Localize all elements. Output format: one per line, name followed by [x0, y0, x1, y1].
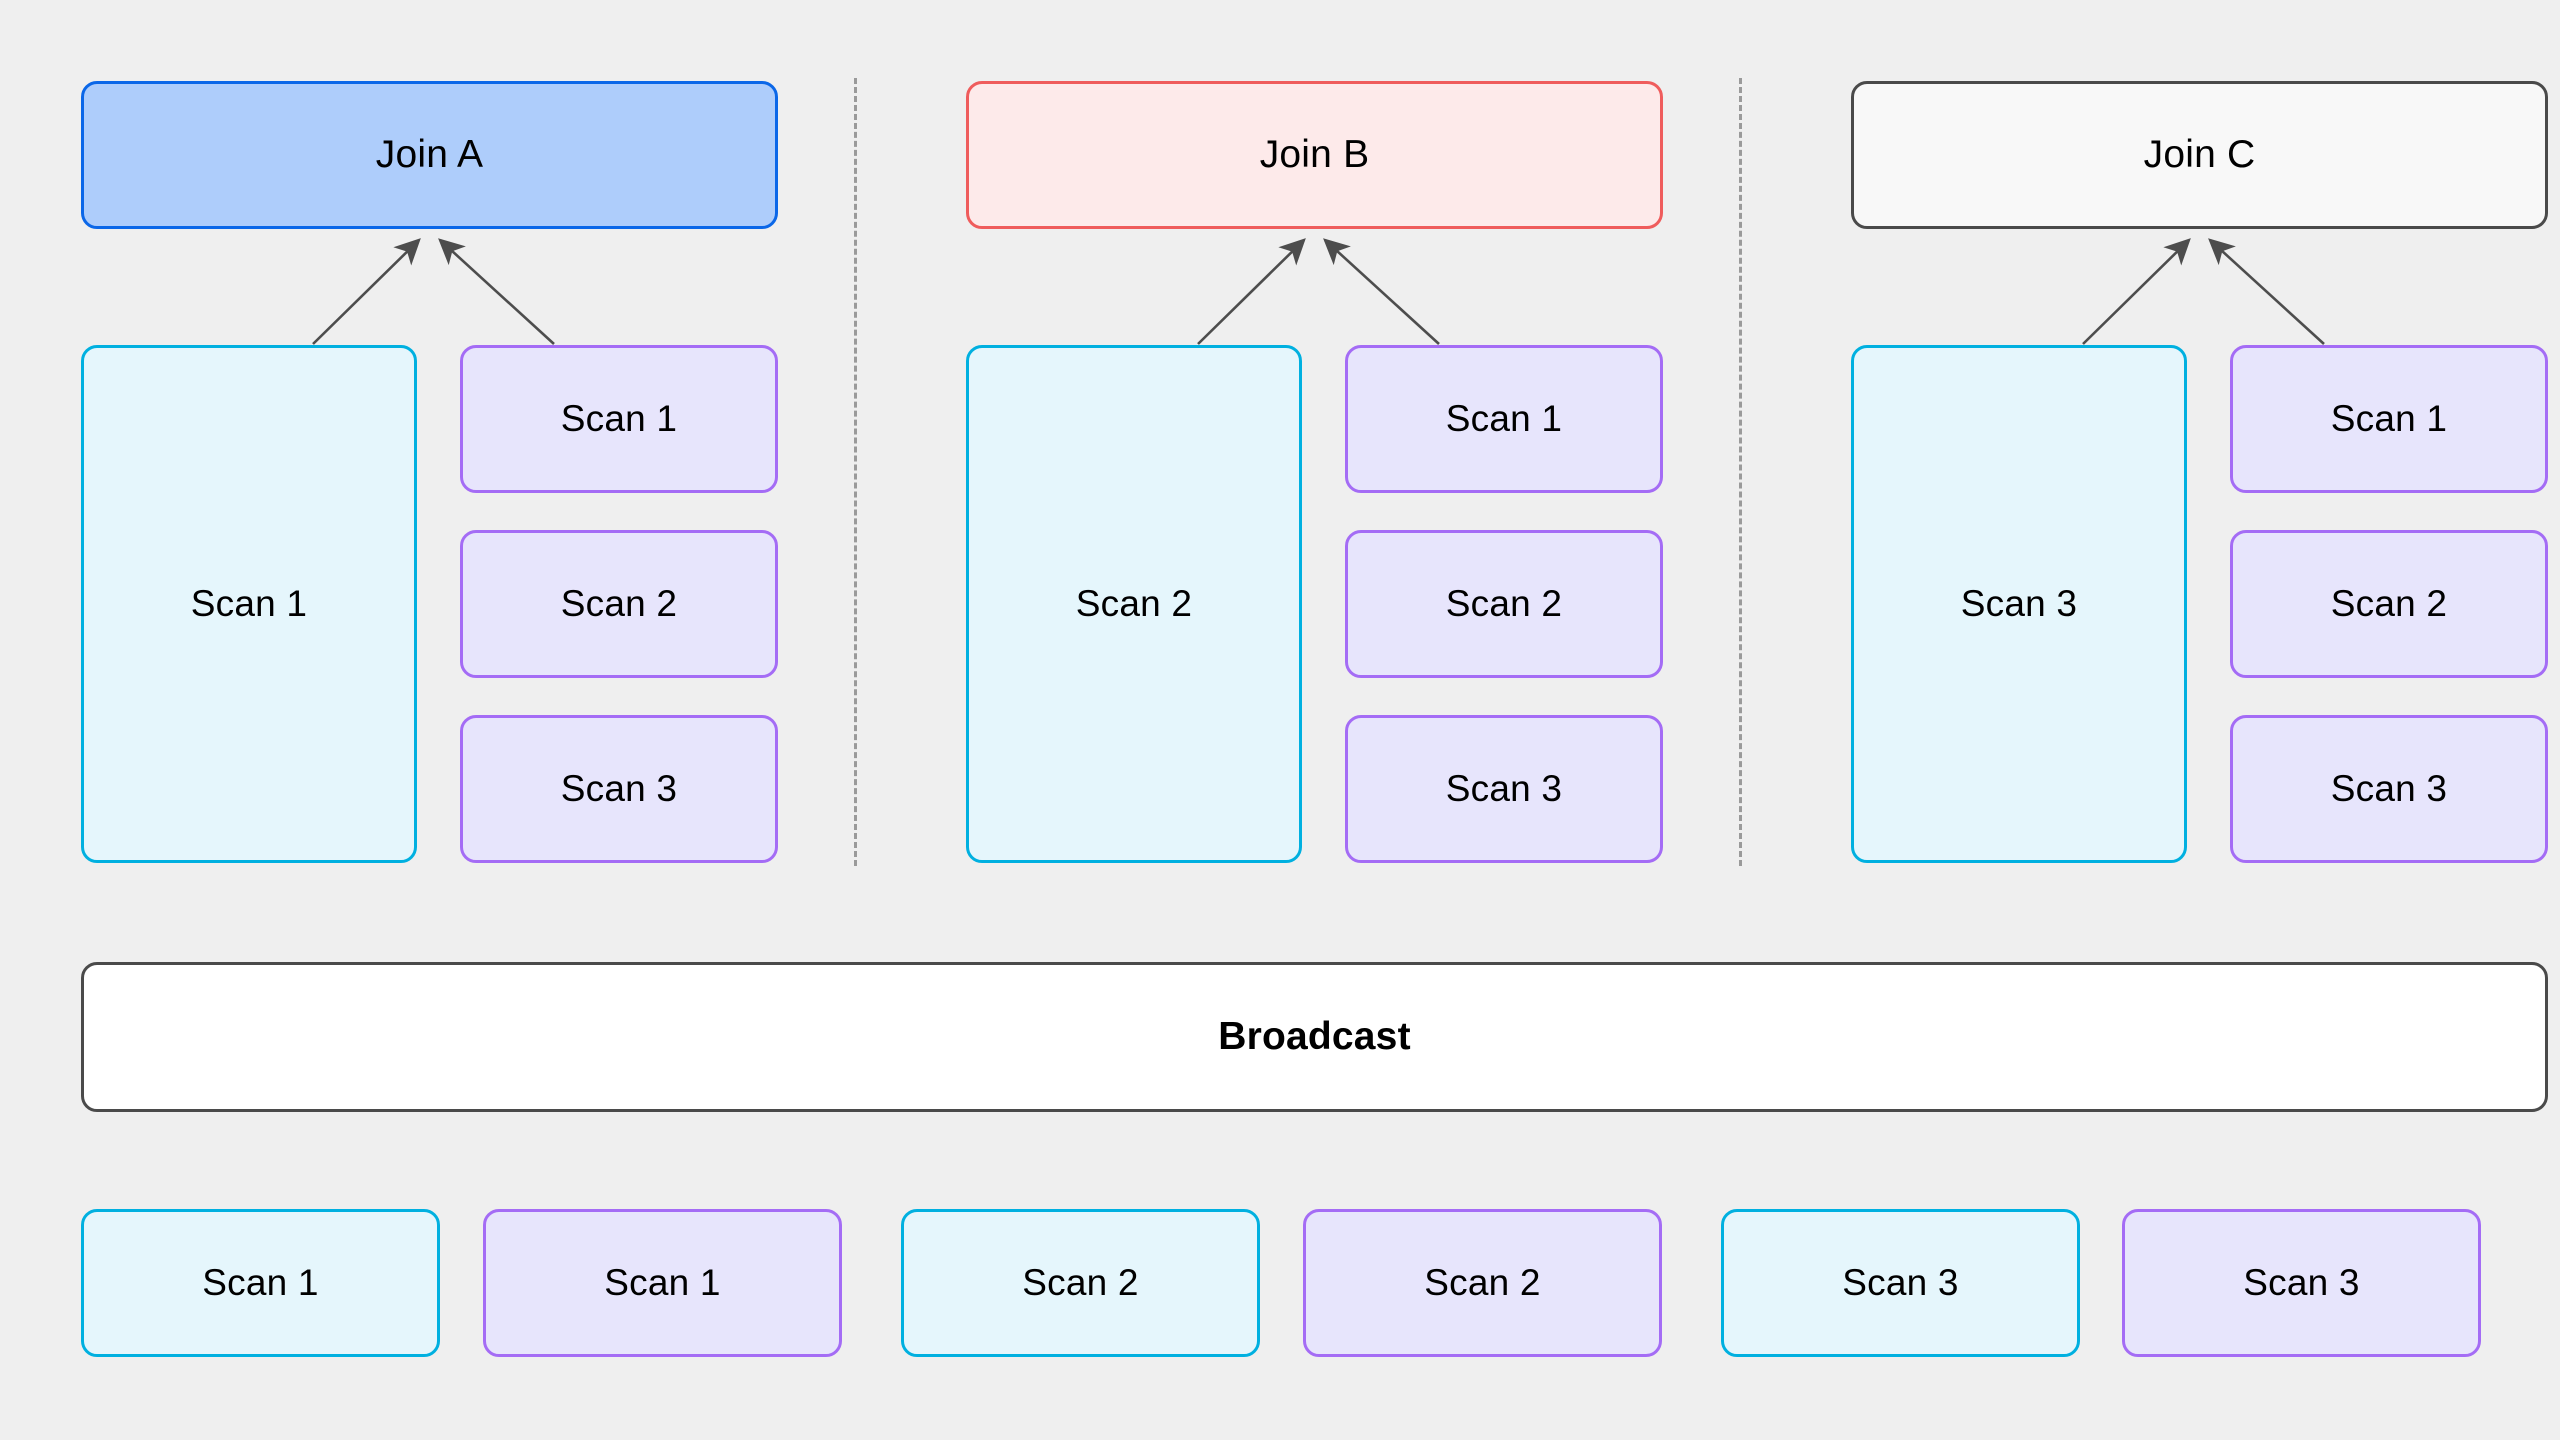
group-divider-2: [1739, 78, 1742, 866]
edge-probe-to-join-c: [2082, 238, 2191, 345]
probe-scan-node-c[interactable]: Scan 3: [1851, 345, 2187, 863]
build-scan-node-b-3-label: Scan 3: [1445, 767, 1563, 809]
build-scan-node-a-1[interactable]: Scan 1: [460, 345, 778, 493]
build-scan-node-c-1[interactable]: Scan 1: [2230, 345, 2548, 493]
source-scan-node-6-label: Scan 3: [2243, 1261, 2360, 1303]
build-scan-node-a-2[interactable]: Scan 2: [460, 530, 778, 678]
source-scan-node-2[interactable]: Scan 1: [483, 1209, 842, 1357]
source-scan-node-2-label: Scan 1: [604, 1261, 721, 1303]
build-scan-node-c-1-label: Scan 1: [2330, 397, 2448, 439]
join-node-b-label: Join B: [1259, 132, 1370, 176]
build-scan-node-b-3[interactable]: Scan 3: [1345, 715, 1663, 863]
build-scan-node-b-1[interactable]: Scan 1: [1345, 345, 1663, 493]
build-scan-node-c-3[interactable]: Scan 3: [2230, 715, 2548, 863]
join-node-a[interactable]: Join A: [81, 81, 778, 229]
broadcast-node[interactable]: Broadcast: [81, 962, 2548, 1112]
build-scan-node-a-3[interactable]: Scan 3: [460, 715, 778, 863]
edge-build-to-join-b: [1323, 238, 1440, 345]
edge-build-to-join-a: [438, 238, 555, 345]
edge-probe-to-join-a: [312, 238, 421, 345]
build-scan-node-c-2[interactable]: Scan 2: [2230, 530, 2548, 678]
source-scan-node-3[interactable]: Scan 2: [901, 1209, 1260, 1357]
probe-scan-node-c-label: Scan 3: [1960, 582, 2078, 624]
probe-scan-node-b[interactable]: Scan 2: [966, 345, 1302, 863]
group-divider-1: [854, 78, 857, 866]
source-scan-node-1[interactable]: Scan 1: [81, 1209, 440, 1357]
join-node-c-label: Join C: [2143, 132, 2256, 176]
broadcast-node-label: Broadcast: [1218, 1014, 1411, 1058]
build-scan-node-a-1-label: Scan 1: [560, 397, 678, 439]
build-scan-node-b-2[interactable]: Scan 2: [1345, 530, 1663, 678]
build-scan-node-b-2-label: Scan 2: [1445, 582, 1563, 624]
join-node-c[interactable]: Join C: [1851, 81, 2548, 229]
build-scan-node-c-3-label: Scan 3: [2330, 767, 2448, 809]
join-node-a-label: Join A: [375, 132, 484, 176]
probe-scan-node-a[interactable]: Scan 1: [81, 345, 417, 863]
edge-build-to-join-c: [2208, 238, 2325, 345]
build-scan-node-a-2-label: Scan 2: [560, 582, 678, 624]
edge-probe-to-join-b: [1197, 238, 1306, 345]
build-scan-node-c-2-label: Scan 2: [2330, 582, 2448, 624]
source-scan-node-5[interactable]: Scan 3: [1721, 1209, 2080, 1357]
source-scan-node-4[interactable]: Scan 2: [1303, 1209, 1662, 1357]
probe-scan-node-b-label: Scan 2: [1075, 582, 1193, 624]
build-scan-node-b-1-label: Scan 1: [1445, 397, 1563, 439]
source-scan-node-5-label: Scan 3: [1842, 1261, 1959, 1303]
join-node-b[interactable]: Join B: [966, 81, 1663, 229]
source-scan-node-1-label: Scan 1: [202, 1261, 319, 1303]
source-scan-node-6[interactable]: Scan 3: [2122, 1209, 2481, 1357]
source-scan-node-4-label: Scan 2: [1424, 1261, 1541, 1303]
source-scan-node-3-label: Scan 2: [1022, 1261, 1139, 1303]
build-scan-node-a-3-label: Scan 3: [560, 767, 678, 809]
probe-scan-node-a-label: Scan 1: [190, 582, 308, 624]
